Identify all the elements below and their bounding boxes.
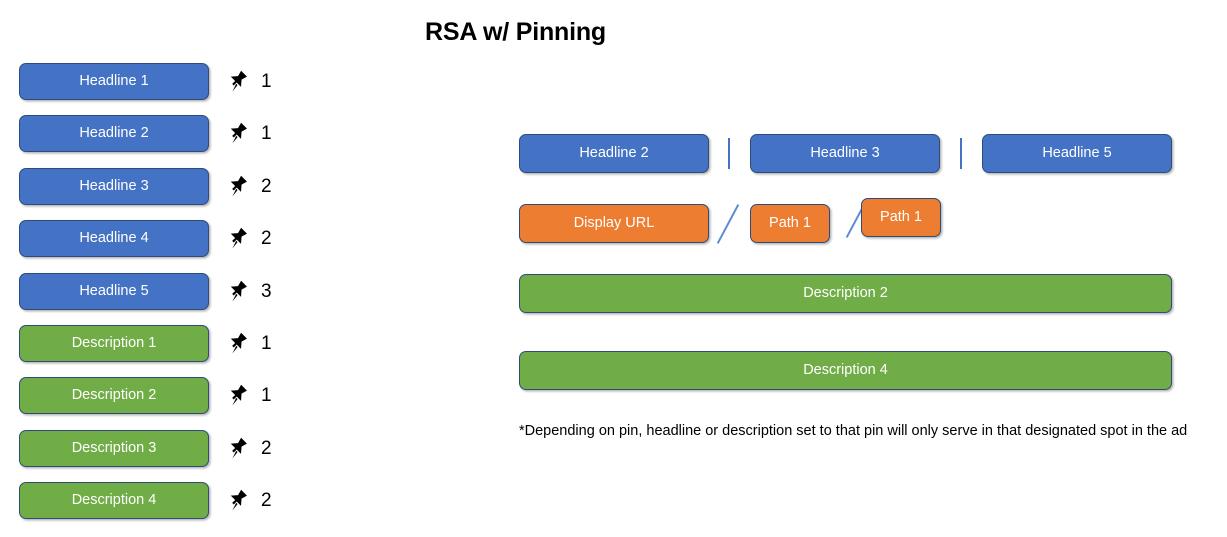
legend-chip-headline-2[interactable]: Headline 2 xyxy=(19,115,209,152)
list-item[interactable]: Description 1 1 xyxy=(19,325,272,362)
pin-number: 2 xyxy=(261,228,272,249)
pin-cell: 2 xyxy=(225,173,272,201)
pushpin-icon xyxy=(230,332,247,354)
pin-cell: 2 xyxy=(225,225,272,253)
preview-description-2[interactable]: Description 2 xyxy=(519,274,1172,313)
pin-number: 2 xyxy=(261,490,272,511)
list-item[interactable]: Description 3 2 xyxy=(19,430,272,467)
pin-number: 3 xyxy=(261,281,272,302)
list-item[interactable]: Description 4 2 xyxy=(19,482,272,519)
pin-number: 1 xyxy=(261,123,272,144)
pushpin-icon xyxy=(230,489,247,511)
preview-description-4[interactable]: Description 4 xyxy=(519,351,1172,390)
pushpin-icon xyxy=(230,280,247,302)
list-item[interactable]: Headline 4 2 xyxy=(19,220,272,257)
pin-number: 1 xyxy=(261,333,272,354)
list-item[interactable]: Headline 5 3 xyxy=(19,273,272,310)
preview-headline-3[interactable]: Headline 3 xyxy=(750,134,940,173)
pushpin-icon xyxy=(230,437,247,459)
legend-chip-headline-1[interactable]: Headline 1 xyxy=(19,63,209,100)
pushpin-icon xyxy=(230,227,247,249)
legend-chip-headline-5[interactable]: Headline 5 xyxy=(19,273,209,310)
pin-number: 1 xyxy=(261,71,272,92)
pushpin-icon xyxy=(230,175,247,197)
preview-display-url[interactable]: Display URL xyxy=(519,204,709,243)
pushpin-icon xyxy=(230,384,247,406)
pin-number: 1 xyxy=(261,385,272,406)
legend-chip-headline-3[interactable]: Headline 3 xyxy=(19,168,209,205)
legend-chip-headline-4[interactable]: Headline 4 xyxy=(19,220,209,257)
preview-headline-5[interactable]: Headline 5 xyxy=(982,134,1172,173)
pin-cell: 2 xyxy=(225,487,272,515)
pin-cell: 1 xyxy=(225,330,272,358)
pin-cell: 1 xyxy=(225,68,272,96)
legend-chip-description-2[interactable]: Description 2 xyxy=(19,377,209,414)
legend-chip-description-1[interactable]: Description 1 xyxy=(19,325,209,362)
page-title: RSA w/ Pinning xyxy=(425,18,606,46)
pushpin-icon xyxy=(230,122,247,144)
pushpin-icon xyxy=(230,70,247,92)
legend-chip-description-3[interactable]: Description 3 xyxy=(19,430,209,467)
pin-number: 2 xyxy=(261,176,272,197)
legend-chip-description-4[interactable]: Description 4 xyxy=(19,482,209,519)
preview-path-1[interactable]: Path 1 xyxy=(750,204,830,243)
pin-cell: 1 xyxy=(225,120,272,148)
pin-cell: 1 xyxy=(225,382,272,410)
headline-divider-icon xyxy=(960,138,962,169)
list-item[interactable]: Headline 1 1 xyxy=(19,63,272,100)
path-slash-icon xyxy=(716,204,740,244)
list-item[interactable]: Description 2 1 xyxy=(19,377,272,414)
pin-cell: 3 xyxy=(225,278,272,306)
preview-headline-2[interactable]: Headline 2 xyxy=(519,134,709,173)
headline-divider-icon xyxy=(728,138,730,169)
footnote-text: *Depending on pin, headline or descripti… xyxy=(519,423,1188,439)
list-item[interactable]: Headline 2 1 xyxy=(19,115,272,152)
pin-cell: 2 xyxy=(225,435,272,463)
list-item[interactable]: Headline 3 2 xyxy=(19,168,272,205)
pin-number: 2 xyxy=(261,438,272,459)
preview-path-2[interactable]: Path 1 xyxy=(861,198,941,237)
